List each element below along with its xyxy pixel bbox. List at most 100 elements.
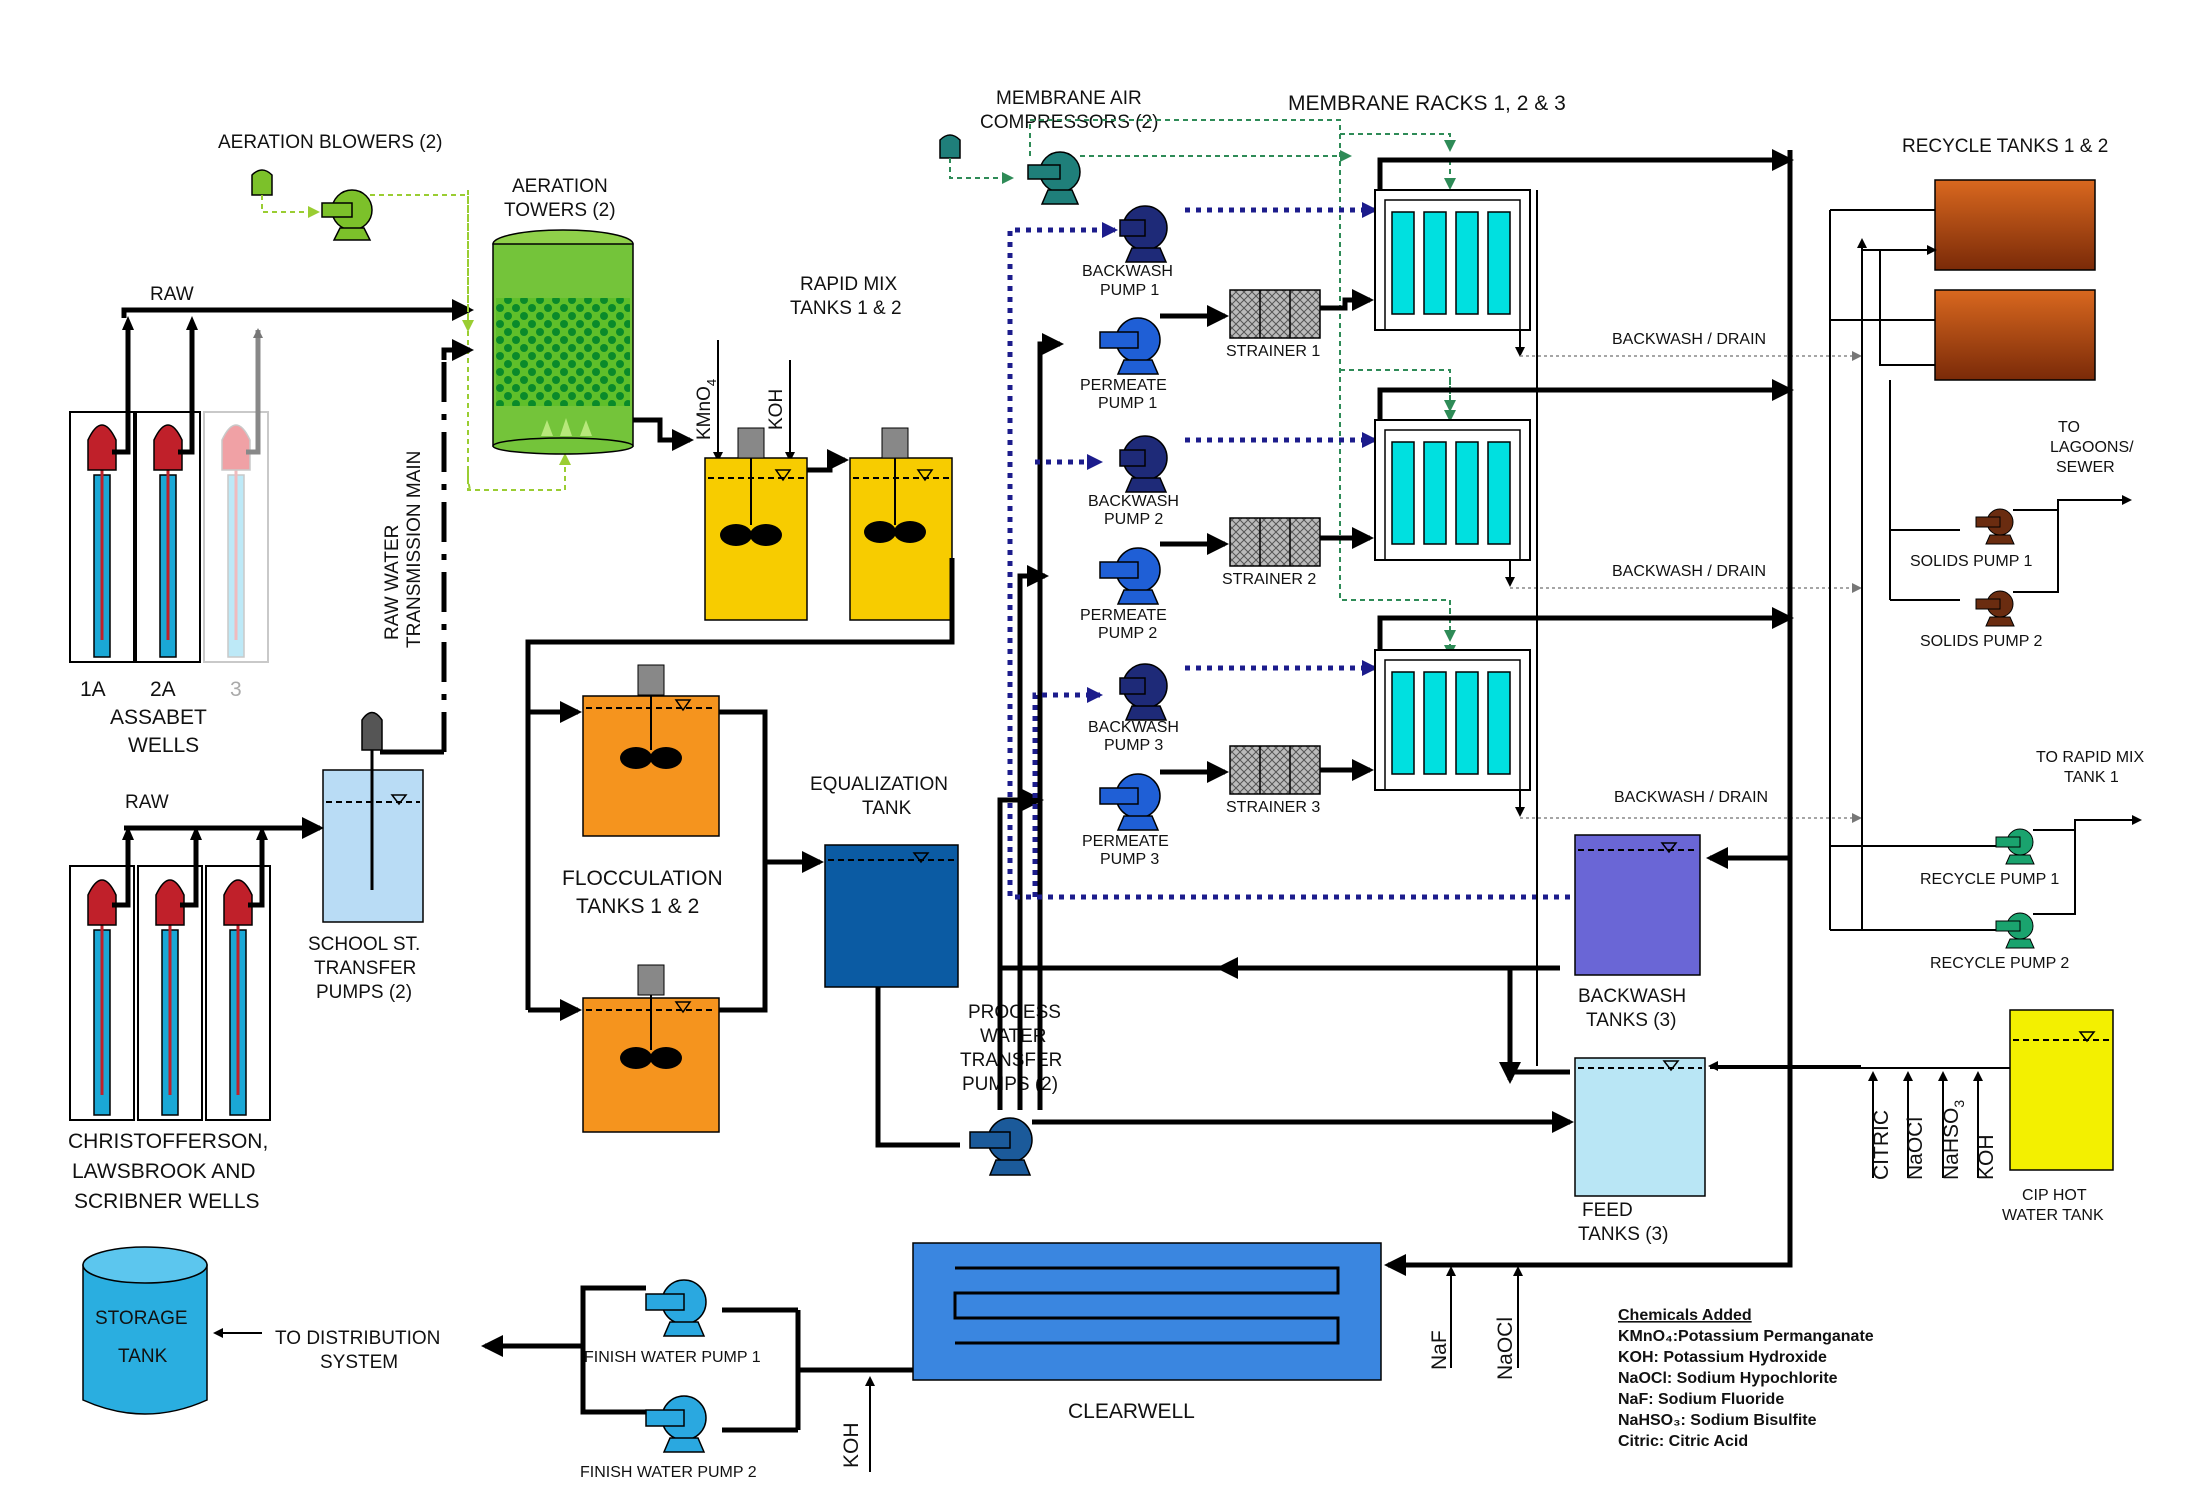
recycle-pump-2-icon — [1995, 912, 2035, 949]
nahso3-label: NaHSO3 — [1940, 1100, 1967, 1180]
to-rapid-mix-label-1: TO RAPID MIX — [2036, 749, 2144, 766]
rapid-mix-label-2: TANKS 1 & 2 — [790, 298, 902, 319]
well-3-label: 3 — [230, 678, 242, 701]
naf-label: NaF — [1428, 1330, 1451, 1370]
strainer-3-label: STRAINER 3 — [1226, 799, 1320, 816]
finish-water-pump-2-icon — [645, 1395, 707, 1453]
clearwell: CLEARWELL NaF NaOCl KOH — [798, 1242, 1523, 1472]
distribution-system: TO DISTRIBUTION SYSTEM — [213, 1328, 440, 1373]
school-st-label-2: TRANSFER — [314, 958, 416, 979]
recycle-tank-1 — [1934, 179, 2096, 271]
school-st-transfer-pumps: SCHOOL ST. TRANSFER PUMPS (2) — [308, 711, 444, 1003]
flocculation-tanks: FLOCCULATION TANKS 1 & 2 — [525, 642, 824, 1133]
flocculation-tank-2 — [582, 964, 720, 1133]
solids-pump-2-icon — [1975, 590, 2015, 627]
well-2a-label: 2A — [150, 678, 176, 701]
transmission-main-label: TRANSMISSION MAIN — [404, 451, 425, 648]
permeate-main-to-clearwell — [1384, 150, 1793, 1276]
backwash-pump-3-icon — [1119, 663, 1168, 721]
flocculation-label-2: TANKS 1 & 2 — [576, 895, 699, 918]
assabet-wells-label: WELLS — [128, 734, 199, 757]
naocl-cip-label: NaOCl — [1904, 1117, 1927, 1180]
legend-item-naocl: NaOCl: Sodium Hypochlorite — [1618, 1370, 1838, 1387]
raw-label-top: RAW — [150, 284, 194, 305]
storage-tank-label-2: TANK — [118, 1346, 168, 1367]
backwash-tanks-label-2: TANKS (3) — [1586, 1010, 1676, 1031]
finish-water-pump-2-label: FINISH WATER PUMP 2 — [580, 1464, 757, 1481]
permeate-pump-3-label-2: PUMP 3 — [1100, 851, 1159, 868]
process-water-pump-icon — [969, 1117, 1033, 1176]
backwash-tanks-label-1: BACKWASH — [1578, 986, 1686, 1007]
cip-hot-water-tank: CIP HOT WATER TANK CITRIC NaOCl NaHSO3 K… — [1710, 1009, 2114, 1224]
strainer-3 — [1229, 745, 1321, 795]
feed-tanks-label-2: TANKS (3) — [1578, 1224, 1668, 1245]
well-scribner — [205, 865, 271, 1121]
aeration-blowers: AERATION BLOWERS (2) — [218, 132, 571, 491]
backwash-pump-1-label-1: BACKWASH — [1082, 263, 1173, 280]
flocculation-label-1: FLOCCULATION — [562, 867, 723, 890]
membrane-air-compressor-icon — [1027, 151, 1081, 205]
membrane-rack-2: BACKWASH PUMP 2 PERMEATE PUMP 2 STRAINER… — [1080, 379, 1862, 642]
backwash-drain-1-label: BACKWASH / DRAIN — [1612, 331, 1766, 348]
backwash-pump-2-label-1: BACKWASH — [1088, 493, 1179, 510]
lagoons-label-1: TO — [2058, 419, 2080, 436]
strainer-1-label: STRAINER 1 — [1226, 343, 1320, 360]
christofferson-label: CHRISTOFFERSON, — [68, 1130, 268, 1153]
rapid-mix-label-1: RAPID MIX — [800, 274, 897, 295]
legend-item-citric: Citric: Citric Acid — [1618, 1433, 1748, 1450]
kmno4-label: KMnO4 — [694, 379, 719, 440]
backwash-return-line — [1007, 222, 1570, 900]
koh-cip-label: KOH — [1975, 1134, 1998, 1180]
air-intake-icon — [251, 169, 273, 196]
citric-label: CITRIC — [1870, 1110, 1893, 1180]
raw-water-transmission-main: RAW WATER TRANSMISSION MAIN — [382, 339, 474, 752]
assabet-wells: RAW 1A 2A 3 ASSABET WELLS — [69, 284, 474, 757]
permeate-pump-1-icon — [1099, 317, 1161, 375]
strainer-1 — [1229, 289, 1321, 339]
legend-item-koh: KOH: Potassium Hydroxide — [1618, 1349, 1827, 1366]
backwash-drain-2-label: BACKWASH / DRAIN — [1612, 563, 1766, 580]
assabet-label: ASSABET — [110, 706, 207, 729]
to-distribution-label-1: TO DISTRIBUTION — [275, 1328, 440, 1349]
koh-rapid-label: KOH — [766, 389, 787, 430]
chemicals-legend: Chemicals Added KMnO₄:Potassium Permanga… — [1618, 1307, 1874, 1450]
finish-water-pump-1-label: FINISH WATER PUMP 1 — [584, 1349, 761, 1366]
backwash-drain-3-label: BACKWASH / DRAIN — [1614, 789, 1768, 806]
backwash-tanks: BACKWASH TANKS (3) — [1574, 834, 1701, 1031]
storage-tank: STORAGE TANK — [82, 1246, 208, 1415]
koh-finish-label: KOH — [840, 1422, 863, 1468]
lawsbrook-label: LAWSBROOK AND — [72, 1160, 256, 1183]
compressor-intake-icon — [939, 134, 961, 159]
to-distribution-label-2: SYSTEM — [320, 1352, 398, 1373]
process-water-label-4: PUMPS (2) — [962, 1074, 1058, 1095]
permeate-pump-1-label-1: PERMEATE — [1080, 377, 1167, 394]
process-water-label-3: TRANSFER — [960, 1050, 1062, 1071]
backwash-pump-3-label-2: PUMP 3 — [1104, 737, 1163, 754]
well-1a-label: 1A — [80, 678, 106, 701]
equalization-label-2: TANK — [862, 798, 912, 819]
aeration-towers-label-1: AERATION — [512, 176, 608, 197]
membrane-air-label-1: MEMBRANE AIR — [996, 88, 1142, 109]
legend-item-naf: NaF: Sodium Fluoride — [1618, 1391, 1784, 1408]
storage-tank-label-1: STORAGE — [95, 1308, 188, 1329]
solids-pump-1-icon — [1975, 508, 2015, 545]
well-3-riser — [246, 328, 263, 455]
strainer-2-label: STRAINER 2 — [1222, 571, 1316, 588]
permeate-pump-2-icon — [1099, 547, 1161, 605]
legend-title: Chemicals Added — [1618, 1307, 1752, 1324]
scribner-label: SCRIBNER WELLS — [74, 1190, 260, 1213]
permeate-pump-2-label-2: PUMP 2 — [1098, 625, 1157, 642]
permeate-pump-2-label-1: PERMEATE — [1080, 607, 1167, 624]
solids-pump-1-label: SOLIDS PUMP 1 — [1910, 553, 2033, 570]
cip-label-2: WATER TANK — [2002, 1207, 2104, 1224]
recycle-tanks: RECYCLE TANKS 1 & 2 TO LAGOONS/ SEWER SO… — [1829, 136, 2144, 972]
raw-pipe-top — [121, 299, 474, 321]
lagoons-label-3: SEWER — [2056, 459, 2115, 476]
backwash-pump-1-icon — [1119, 205, 1168, 263]
naocl-clearwell-label: NaOCl — [1494, 1317, 1517, 1380]
flocculation-tank-1 — [582, 664, 720, 837]
feed-tanks: FEED TANKS (3) — [1574, 1057, 1706, 1245]
membrane-racks-label: MEMBRANE RACKS 1, 2 & 3 — [1288, 92, 1566, 115]
rapid-mix-tank-2 — [849, 427, 953, 621]
